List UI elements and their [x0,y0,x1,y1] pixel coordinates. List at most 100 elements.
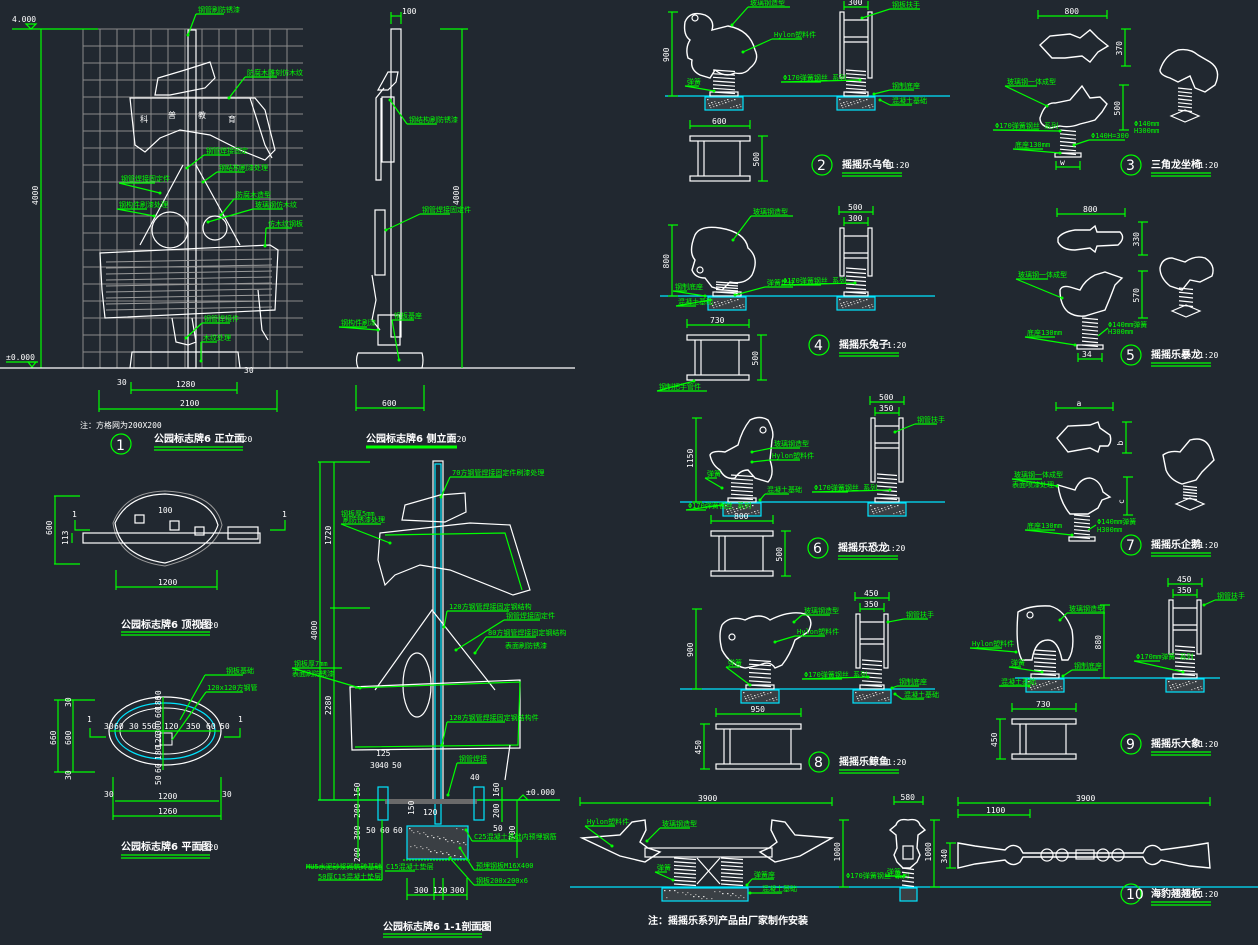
annotation-leader [385,213,421,231]
concrete-speckle-dot [767,693,769,695]
annotation-dot [866,675,870,679]
annotation-leader [338,326,379,331]
detail-title: 摇摇乐恐龙 [838,541,888,554]
view-scale-front-elevation: 1:20 [233,435,252,444]
concrete-speckle-dot [842,307,844,309]
section-dim-60-small-b: 60 [393,826,403,835]
section-dim-4000: 4000 [310,621,319,640]
seesaw-handle-ring [1111,848,1125,862]
plan-height-dim-label: 370 [1115,41,1124,56]
spring-base-plate [1076,344,1104,350]
section-concrete-footing [406,825,469,860]
concrete-speckle-dot [729,508,731,510]
concrete-speckle-dot [872,511,874,513]
plan-bottom-rail [686,374,750,381]
annotation-dot [448,856,452,860]
section-annotations: 70方钢管焊接固定件刷漆处理钢板厚5mm刷防锈漆处理120方钢管焊接固定钢结构钢… [291,468,566,886]
detail-scale: 1:20 [1199,890,1218,899]
concrete-speckle-dot [714,302,716,304]
concrete-speckle-dot [866,695,868,697]
annotation-leader [873,89,891,95]
spring-coil [1174,657,1196,661]
dim-label-100: 100 [158,506,173,515]
spring-base-plate [843,291,869,297]
concrete-speckle-dot [711,303,713,305]
section-dim-50-right: 50 [493,824,503,833]
rocker-3d-outline [1159,48,1219,93]
plan-width-dim-label: 730 [710,316,725,325]
annotation-dot [703,294,707,298]
concrete-speckle-dot [727,511,729,513]
spring-coil [1081,317,1099,321]
concrete-speckle-dot [426,847,428,849]
concrete-speckle-dot [731,301,733,303]
section-lower-board-green [354,681,521,748]
section-top-ornament [401,492,467,523]
concrete-speckle-dot [462,829,464,831]
concrete-speckle-dot [734,511,736,513]
detail-number: 5 [1126,348,1135,364]
concrete-speckle-dot [713,106,715,108]
annotation-leader [861,8,891,19]
view-scale-top-view: 1:20 [199,621,218,630]
rocker-3d-base [1170,304,1202,318]
concrete-speckle-dot [894,506,896,508]
concrete-speckle-dot [885,700,887,702]
spring-coil [845,76,867,80]
view-number-badge-1 [110,433,132,455]
concrete-speckle-dot [758,512,760,514]
concrete-speckle-dot [1042,683,1044,685]
concrete-speckle-dot [416,847,418,849]
concrete-speckle-dot [718,303,720,305]
annotation-text: 钢管焊接固定件 [121,174,170,183]
annotation-text: 底座130mm [1027,521,1062,530]
side-post [390,28,402,338]
annotation-dot [454,648,458,652]
concrete-speckle-dot [1043,685,1045,687]
annotation-leader [1012,148,1061,154]
concrete-speckle-dot [878,700,880,702]
concrete-speckle-dot [743,897,745,899]
anno-leader [179,674,206,721]
concrete-speckle-dot [745,505,747,507]
concrete-speckle-dot [666,897,668,899]
plan-dim-label-30-bottom: 30 [64,770,73,780]
annotation-leader [264,227,267,247]
annotation-dot [860,16,864,20]
concrete-speckle-dot [869,694,871,696]
concrete-speckle-dot [1049,683,1051,685]
concrete-speckle-dot [1031,689,1033,691]
annotation-dot [1040,670,1044,674]
side-tripod-leg [371,274,381,331]
annotation-leader [751,459,771,463]
annotation-text: 钢管焊接固定件 [506,611,555,620]
concrete-speckle-dot [738,897,740,899]
concrete-speckle-dot [736,105,738,107]
front-inner-dim-label: 350 [879,404,894,413]
section-board-green [384,532,523,591]
concrete-speckle-dot [743,306,745,308]
annotation-dot [1027,684,1031,688]
detail-title: 摇摇乐乌龟 [842,158,892,171]
spring-coil [673,864,697,868]
spring-coil [1073,514,1091,518]
concrete-speckle-dot [1194,688,1196,690]
gear-ornament [202,215,228,241]
spring-coil [845,87,867,91]
section-mark-right [270,520,286,531]
concrete-speckle-dot [1046,684,1048,686]
concrete-speckle-dot [1039,684,1041,686]
top-ornament [154,61,216,96]
plan-dim-label: 350 [186,722,201,731]
annotation-leader [742,38,773,53]
annotation-text: 钢管刷防锈漆 [198,5,240,14]
annotation-text: 钢构件刷漆处理 [119,200,168,209]
top-view: 600 113 100 1200 1 1 公园标志牌6 顶视图 1:20 [45,490,287,636]
height-dim-label: 900 [662,47,671,62]
plan-dim-label: 120 [154,733,163,748]
spring-coil [673,857,697,861]
section-dim-300-right: 300 [450,886,465,895]
concrete-speckle-dot [875,510,877,512]
